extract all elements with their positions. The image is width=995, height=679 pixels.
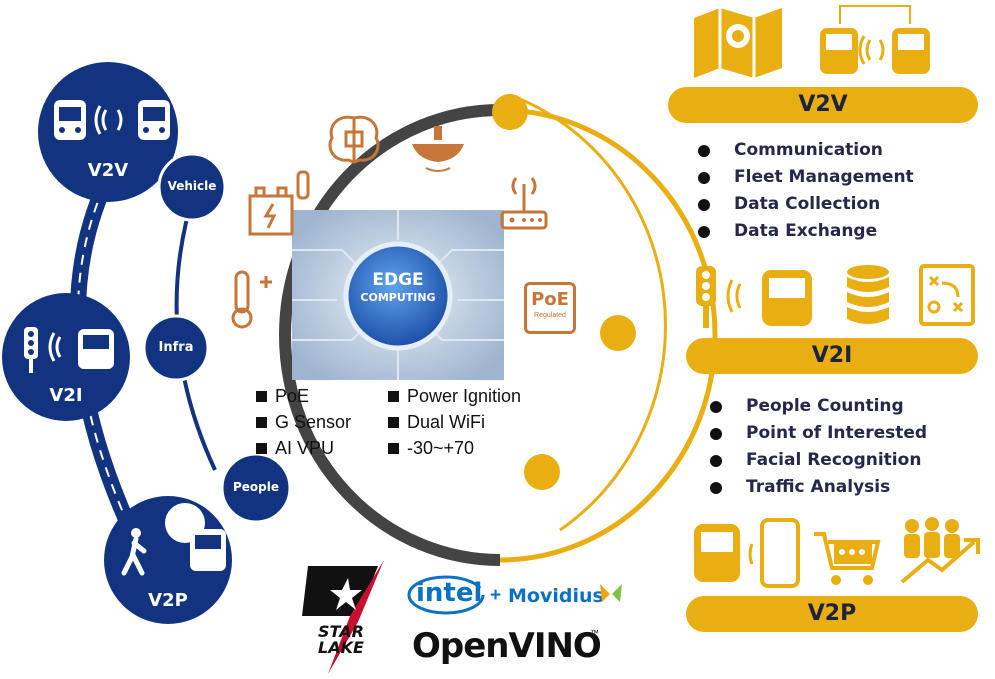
edge-computing-graphic — [292, 210, 504, 380]
v2v-list: Communication Fleet Management Data Coll… — [698, 137, 914, 245]
starlake-text: STAR LAKE — [318, 624, 364, 656]
v2i-circle — [2, 293, 130, 421]
feature-item: -30~+70 — [388, 435, 521, 461]
starlake-logo — [302, 560, 384, 674]
v2v-buses-gold-icon — [820, 5, 930, 74]
main-ring-left — [279, 104, 501, 566]
gold-dot — [524, 454, 560, 490]
openvino-logo: OpenVINO — [412, 626, 602, 666]
feature-item: Dual WiFi — [388, 409, 521, 435]
infra-tag: Infra — [158, 340, 194, 355]
starlake-line1: STAR — [318, 622, 364, 641]
v2i-label: V2I — [49, 385, 83, 406]
v2v-label: V2V — [87, 160, 129, 181]
map-pin-icon — [694, 8, 782, 78]
vehicle-tag-circle — [157, 152, 227, 222]
v2p-label: V2P — [148, 590, 188, 611]
edge-title-line1: EDGE — [372, 270, 424, 290]
strategy-board-icon — [919, 264, 975, 326]
people-growth-icon — [900, 517, 980, 584]
battery-ignition-icon — [248, 170, 310, 236]
outer-gold-arc — [509, 93, 667, 532]
feature-item: G Sensor — [256, 409, 351, 435]
movidius-mark-icon — [600, 584, 622, 602]
v2v-circle — [38, 62, 178, 202]
movidius-logo: Movidius — [508, 585, 604, 607]
v2v-bar: V2V — [668, 87, 978, 123]
brain-chip-icon — [328, 115, 380, 164]
features-left: PoE G Sensor AI VPU — [256, 383, 351, 461]
starlake-line2: LAKE — [318, 638, 364, 657]
dome-camera-icon — [412, 126, 464, 172]
v2i-traffic-bus-icon — [24, 327, 114, 373]
feature-item: PoE — [256, 383, 351, 409]
main-ring-right — [499, 107, 718, 563]
v2p-walker-bus-icon — [121, 528, 226, 576]
v2i-item: Traffic Analysis — [710, 474, 927, 501]
openvino-tm: ™ — [590, 628, 599, 638]
v2v-buses-icon — [54, 100, 170, 140]
intel-logo: intel — [416, 578, 483, 608]
infra-tag-circle — [142, 314, 210, 382]
v2p-bar: V2P — [686, 596, 978, 632]
poe-badge-sub: Regulated — [534, 312, 566, 319]
poe-badge-text: PoE — [531, 289, 569, 310]
bus-phone-icon — [694, 518, 800, 588]
traffic-bus-gold-icon — [696, 266, 812, 328]
edge-title-line2: COMPUTING — [360, 291, 436, 304]
feature-item: Power Ignition — [388, 383, 521, 409]
v2i-list: People Counting Point of Interested Faci… — [710, 393, 927, 501]
v2i-bar: V2I — [686, 338, 978, 374]
v2v-item: Communication — [698, 137, 914, 164]
v2v-item: Fleet Management — [698, 164, 914, 191]
v2i-item: Point of Interested — [710, 420, 927, 447]
people-tag: People — [232, 480, 280, 494]
gold-dot — [600, 315, 636, 351]
features-right: Power Ignition Dual WiFi -30~+70 — [388, 383, 521, 461]
v2v-item: Data Exchange — [698, 218, 914, 245]
gold-dot — [492, 94, 528, 130]
database-icon — [847, 265, 889, 324]
v2i-item: People Counting — [710, 393, 927, 420]
plus-sign: + — [490, 585, 502, 606]
shopping-cart-icon — [814, 532, 881, 585]
v2v-item: Data Collection — [698, 191, 914, 218]
intel-swoosh — [407, 575, 485, 615]
feature-item: AI VPU — [256, 435, 351, 461]
vehicle-tag: Vehicle — [167, 179, 217, 193]
v2i-item: Facial Recognition — [710, 447, 927, 474]
thermometer-icon — [231, 270, 272, 329]
poe-badge-icon: PoE Regulated — [524, 282, 576, 334]
wifi-router-icon — [500, 177, 548, 230]
